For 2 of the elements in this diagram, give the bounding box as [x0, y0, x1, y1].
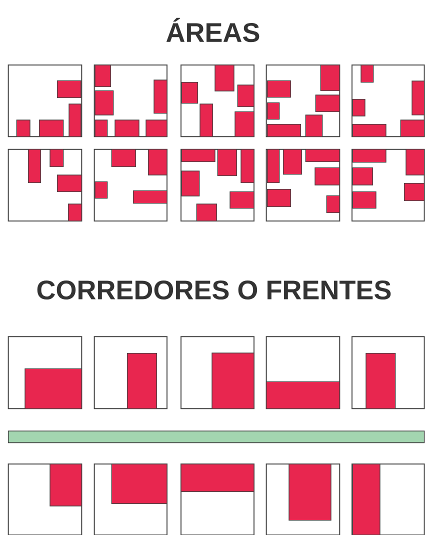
heading: CORREDORES O FRENTES [37, 280, 391, 300]
heading: ÁREAS [166, 18, 260, 42]
